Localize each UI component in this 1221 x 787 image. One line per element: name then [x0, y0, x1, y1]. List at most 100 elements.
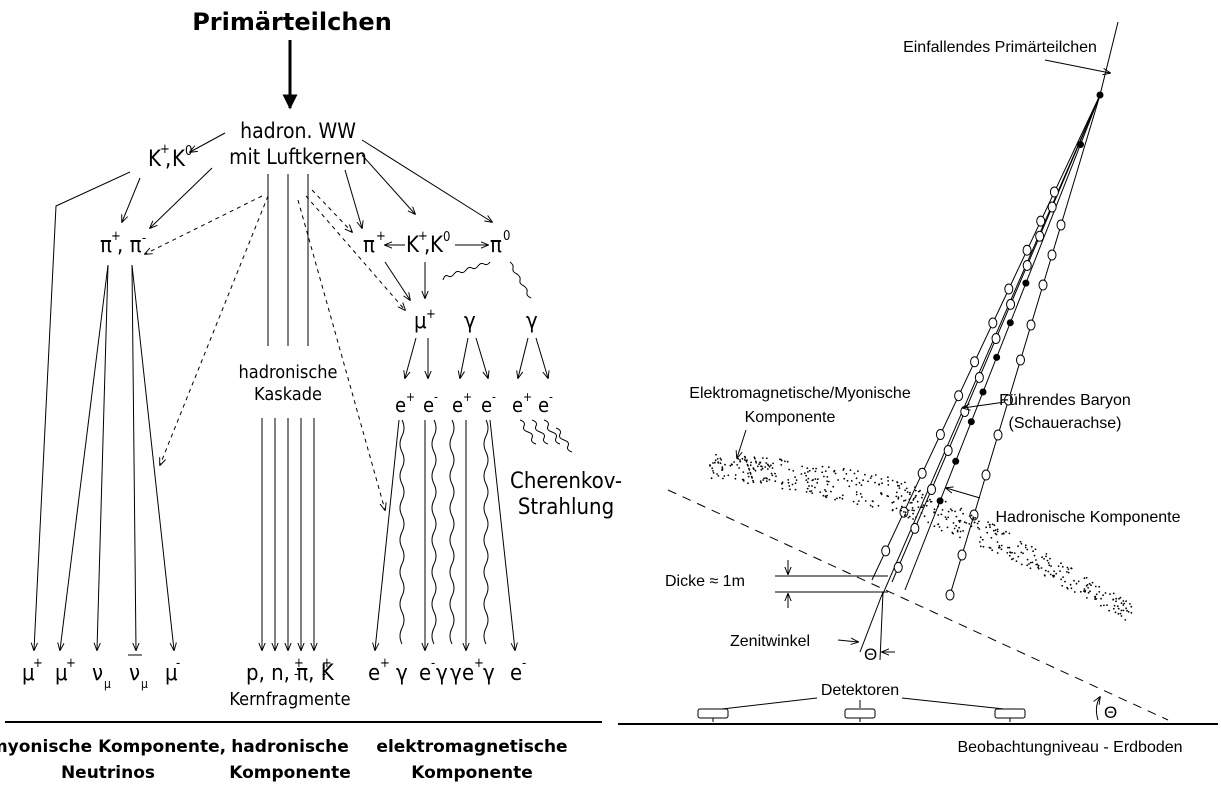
em-dot: [940, 513, 943, 516]
em-dot: [841, 494, 844, 497]
hadron-marker: [1022, 244, 1032, 256]
em-dot: [1122, 604, 1125, 606]
em-dot: [758, 463, 760, 465]
svg-text:e: e: [538, 393, 549, 417]
em-dot: [737, 458, 740, 460]
em-dot: [959, 509, 962, 511]
em-dot: [973, 521, 976, 524]
svg-text:,: ,: [424, 233, 430, 258]
em-dot: [949, 508, 952, 510]
svg-text:γ: γ: [526, 309, 538, 334]
em-dot: [1007, 546, 1009, 549]
em-dot: [805, 479, 808, 481]
svg-text:μ: μ: [22, 661, 35, 686]
em-dot: [904, 481, 906, 484]
em-dot: [906, 491, 909, 493]
baryon-marker: [1077, 141, 1084, 148]
em-dot: [968, 515, 971, 517]
zenith-theta: Θ: [864, 645, 877, 664]
em-dot: [947, 516, 950, 519]
em-dot: [915, 494, 917, 497]
em-dot: [1122, 600, 1125, 602]
em-dot: [1020, 542, 1023, 545]
em-dot: [766, 468, 769, 470]
em-dot: [870, 475, 873, 478]
em-dot: [958, 521, 961, 523]
zenith-label: Zenitwinkel: [730, 633, 810, 650]
em-dot: [826, 494, 828, 497]
em-dot: [927, 521, 930, 524]
em-dot: [821, 471, 824, 474]
em-dot: [1031, 561, 1034, 564]
em-dot: [1079, 590, 1082, 593]
svg-text:e: e: [368, 661, 380, 686]
em-dot: [841, 497, 844, 500]
em-dot: [1094, 596, 1097, 599]
em-dot: [912, 518, 914, 520]
hadron-marker: [1026, 319, 1036, 331]
em-dot: [822, 494, 825, 497]
arrow-to-kaon-left: [190, 132, 226, 152]
em-dot: [908, 493, 911, 496]
em-dot: [1000, 548, 1003, 551]
em-dot: [850, 480, 853, 482]
em-dot: [1062, 576, 1064, 578]
em-dot: [1115, 597, 1118, 600]
em-dot: [1115, 600, 1117, 603]
em-dot: [733, 461, 735, 463]
em-dot: [988, 546, 991, 549]
em-dot: [806, 467, 809, 469]
em-dot: [763, 477, 765, 480]
svg-text:, π: , π: [117, 233, 142, 258]
em-dot: [747, 465, 749, 467]
em-dot: [1102, 594, 1104, 597]
em-dot: [827, 466, 830, 469]
em-dot: [912, 512, 914, 515]
em-dot: [1037, 567, 1040, 570]
em-dot: [960, 507, 963, 510]
em-dot: [878, 483, 881, 486]
em-dot: [867, 480, 869, 483]
em-dot: [781, 481, 784, 484]
em-dot: [849, 469, 852, 471]
em-dot: [784, 460, 786, 463]
em-dot: [995, 533, 998, 536]
em-dot: [806, 487, 809, 490]
em-dot: [1017, 545, 1019, 548]
em-dot: [1124, 619, 1127, 621]
em-dot: [1046, 559, 1049, 562]
em-dot: [857, 500, 860, 502]
svg-text:-: -: [431, 656, 435, 671]
em-dot: [852, 500, 855, 503]
em-dot: [962, 512, 964, 515]
em-dot: [1064, 580, 1066, 583]
svg-text:+: +: [418, 229, 428, 244]
em-dot: [904, 499, 907, 502]
hadron-marker: [981, 469, 991, 481]
em-dot: [741, 457, 744, 460]
hadron-marker: [1036, 215, 1046, 227]
em-dot: [869, 477, 872, 479]
em-dot: [970, 514, 973, 517]
em-dot: [804, 472, 806, 474]
em-bottom-row: e + γ e - γ γ e + γ e -: [368, 656, 526, 686]
em-dot: [996, 552, 999, 554]
em-dot: [874, 481, 876, 484]
em-dot: [1060, 578, 1062, 581]
em-dot: [1015, 560, 1018, 563]
cascade-panel: Primärteilchen hadron. WW mit Luftkernen…: [0, 8, 622, 783]
em-dot: [1117, 612, 1120, 615]
em-dot: [770, 472, 773, 475]
em-dot: [745, 461, 748, 463]
em-dot: [789, 488, 791, 491]
detectors-label: Detektoren: [821, 682, 899, 699]
em-dot: [805, 474, 807, 477]
em-dot: [754, 457, 756, 460]
svg-text:e: e: [423, 393, 434, 417]
em-dot: [896, 481, 899, 484]
em-dot: [1127, 610, 1130, 613]
em-dot: [1009, 551, 1011, 554]
em-dot: [956, 529, 959, 532]
em-dot: [775, 475, 777, 478]
